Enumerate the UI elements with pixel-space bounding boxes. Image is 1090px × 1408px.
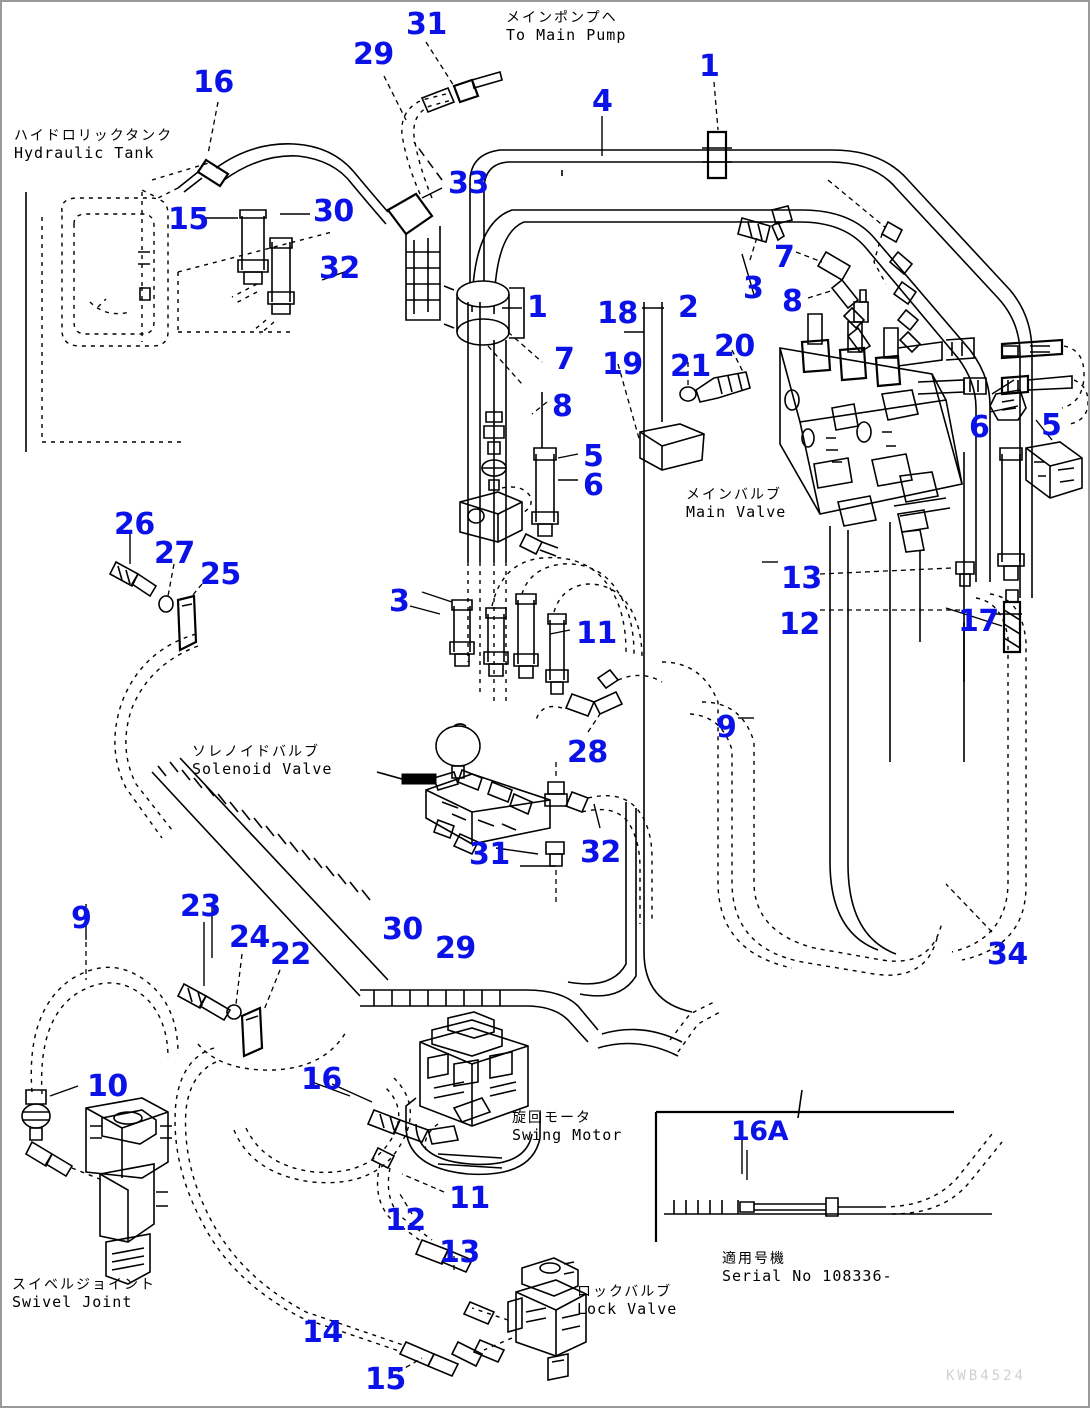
- callout-8: 8: [552, 389, 573, 424]
- main-valve-artwork: [779, 289, 1088, 762]
- callout-13: 13: [439, 1235, 480, 1270]
- mid-bottom-small-parts: [174, 922, 407, 1353]
- callout-19: 19: [602, 347, 643, 382]
- callout-11: 11: [576, 616, 617, 651]
- center-vertical-pipes: [443, 280, 525, 702]
- callout-31: 31: [469, 837, 510, 872]
- callout-17: 17: [958, 604, 999, 639]
- caption-main-valve-jp: メインバルブ: [686, 487, 782, 503]
- callout-27: 27: [154, 536, 195, 571]
- caption-to-main-pump-jp: メインポンプヘ: [506, 10, 618, 26]
- caption-swivel-joint-en: Swivel Joint: [12, 1293, 133, 1311]
- caption-lock-valve-jp: ロックバルブ: [577, 1284, 673, 1300]
- callout-29: 29: [435, 931, 476, 966]
- callout-31: 31: [406, 7, 447, 42]
- caption-to-main-pump-en: To Main Pump: [506, 26, 627, 44]
- callout-7: 7: [774, 240, 795, 275]
- callout-20: 20: [714, 329, 755, 364]
- callout-9: 9: [716, 710, 737, 745]
- callout-25: 25: [200, 557, 241, 592]
- callout-16a: 16A: [731, 1116, 788, 1147]
- left-small-parts: [108, 532, 203, 652]
- mid-left-fittings: [459, 331, 579, 557]
- callout-18: 18: [597, 296, 638, 331]
- upper-right-small-parts: [737, 179, 922, 354]
- callout-13: 13: [781, 561, 822, 596]
- callout-6: 6: [583, 468, 604, 503]
- caption-hydraulic-tank-jp: ハイドロリックタンク: [14, 128, 174, 144]
- left-top-hoses: [141, 71, 503, 335]
- callout-3: 3: [389, 584, 410, 619]
- swing-motor-artwork: [405, 1011, 541, 1176]
- caption-main-valve-en: Main Valve: [686, 503, 787, 521]
- callout-1: 1: [699, 49, 720, 84]
- callout-21: 21: [670, 349, 711, 384]
- callout-26: 26: [114, 507, 155, 542]
- callout-16: 16: [301, 1062, 342, 1097]
- caption-serial-note-en: Serial No 108336-: [722, 1267, 893, 1285]
- caption-solenoid-valve: ソレノイドバルブ Solenoid Valve: [192, 744, 332, 778]
- callout-28: 28: [567, 735, 608, 770]
- callout-6: 6: [969, 410, 990, 445]
- solenoid-valve-artwork: [376, 668, 663, 924]
- caption-main-valve: メインバルブ Main Valve: [686, 487, 786, 521]
- callout-4: 4: [592, 84, 613, 119]
- right-hose-runs: [567, 661, 993, 1119]
- caption-swivel-joint-jp: スイベルジョイント: [12, 1277, 156, 1293]
- callout-12: 12: [779, 607, 820, 642]
- callout-7: 7: [554, 342, 575, 377]
- long-left-hose: [114, 633, 599, 1043]
- callout-33: 33: [448, 166, 489, 201]
- callout-16: 16: [193, 65, 234, 100]
- callout-30: 30: [313, 194, 354, 229]
- callout-32: 32: [580, 835, 621, 870]
- caption-hydraulic-tank-en: Hydraulic Tank: [14, 144, 155, 162]
- swivel-joint-artwork: [21, 904, 179, 1285]
- callout-15: 15: [365, 1362, 406, 1397]
- caption-swing-motor-jp: 旋回モータ: [512, 1110, 592, 1126]
- caption-lock-valve-en: Lock Valve: [577, 1300, 678, 1318]
- callout-8: 8: [782, 284, 803, 319]
- callout-5: 5: [583, 439, 604, 474]
- callout-22: 22: [270, 937, 311, 972]
- callout-14: 14: [302, 1315, 343, 1350]
- callout-15: 15: [168, 202, 209, 237]
- callout-leaders: [202, 41, 1022, 1174]
- callout-30: 30: [382, 912, 423, 947]
- caption-solenoid-valve-jp: ソレノイドバルブ: [192, 744, 320, 760]
- bottom-hose-16: [197, 1031, 484, 1378]
- callout-12: 12: [385, 1203, 426, 1238]
- hydraulic-tank-artwork: [25, 161, 333, 452]
- callout-10: 10: [87, 1069, 128, 1104]
- caption-serial-note: 適用号機 Serial No 108336-: [722, 1251, 893, 1285]
- callout-34: 34: [987, 937, 1028, 972]
- callout-3: 3: [743, 271, 764, 306]
- caption-hydraulic-tank: ハイドロリックタンク Hydraulic Tank: [14, 128, 173, 162]
- main-hose-loops-top: [469, 130, 1033, 598]
- callout-23: 23: [180, 889, 221, 924]
- caption-lock-valve: ロックバルブ Lock Valve: [577, 1284, 677, 1318]
- callout-9: 9: [71, 901, 92, 936]
- callout-2: 2: [678, 290, 699, 325]
- callout-5: 5: [1041, 408, 1062, 443]
- caption-swivel-joint: スイベルジョイント Swivel Joint: [12, 1277, 156, 1311]
- serial-inset-artwork: [654, 1110, 1003, 1242]
- caption-swing-motor: 旋回モータ Swing Motor: [512, 1110, 622, 1144]
- callout-1: 1: [527, 290, 548, 325]
- drawing-code-watermark: KWB4524: [946, 1368, 1027, 1384]
- callout-29: 29: [353, 37, 394, 72]
- callout-11: 11: [449, 1181, 490, 1216]
- lock-valve-artwork: [462, 1257, 587, 1381]
- caption-serial-note-jp: 適用号機: [722, 1251, 786, 1267]
- main-valve-down-hoses: [829, 526, 1027, 961]
- caption-solenoid-valve-en: Solenoid Valve: [192, 760, 333, 778]
- center-low-pipes: [421, 556, 643, 695]
- caption-swing-motor-en: Swing Motor: [512, 1126, 623, 1144]
- caption-to-main-pump: メインポンプヘ To Main Pump: [506, 10, 626, 44]
- callout-32: 32: [319, 251, 360, 286]
- bracket-assembly: [617, 302, 751, 702]
- callout-24: 24: [229, 920, 270, 955]
